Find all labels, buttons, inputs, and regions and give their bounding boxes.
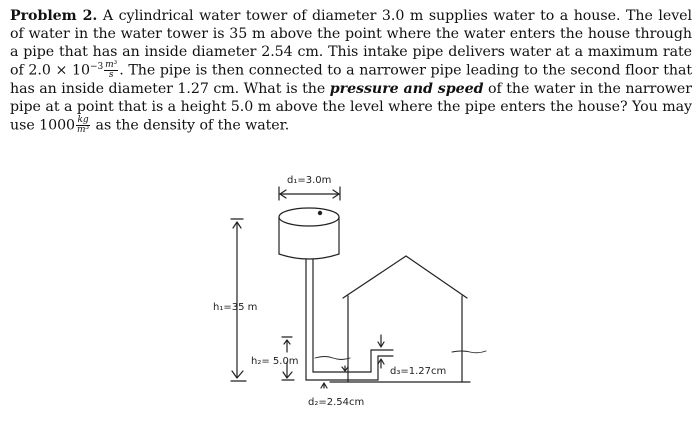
density-units-numerator: kg bbox=[76, 115, 91, 126]
h2-dimension-arrow bbox=[281, 336, 295, 381]
label-d2: d₂=2.54cm bbox=[308, 397, 364, 408]
house bbox=[329, 255, 471, 383]
rate-exponent: −3 bbox=[89, 61, 104, 72]
rate-units-numerator: m³ bbox=[104, 60, 119, 71]
density-units-denominator: m³ bbox=[77, 125, 90, 135]
problem-text-4: as the density of the water. bbox=[91, 117, 290, 134]
d2-indicator-arrows bbox=[320, 365, 349, 389]
d1-dimension-arrow bbox=[278, 186, 341, 201]
riser-pipe bbox=[314, 349, 487, 381]
problem-emphasis: pressure and speed bbox=[329, 81, 484, 97]
problem-heading: Problem 2. bbox=[10, 8, 98, 24]
problem-statement: Problem 2. A cylindrical water tower of … bbox=[10, 7, 692, 135]
water-tower-tank bbox=[278, 207, 340, 260]
d3-indicator-arrows bbox=[377, 334, 385, 369]
h1-dimension-arrow bbox=[230, 218, 247, 382]
label-h1: h₁=35 m bbox=[213, 302, 257, 313]
problem-text-1: A cylindrical water tower of diameter 3.… bbox=[10, 8, 692, 79]
label-d3: d₃=1.27cm bbox=[390, 366, 446, 377]
label-d1: d₁=3.0m bbox=[287, 175, 331, 186]
label-h2: h₂= 5.0m bbox=[251, 356, 299, 367]
problem-text-2: . The pipe is then connected to a narrow… bbox=[10, 62, 692, 98]
tower-pipe bbox=[305, 258, 379, 381]
rate-units-denominator: s bbox=[108, 70, 114, 80]
problem-text-3: of the water in the narrower pipe at a p… bbox=[10, 81, 692, 134]
